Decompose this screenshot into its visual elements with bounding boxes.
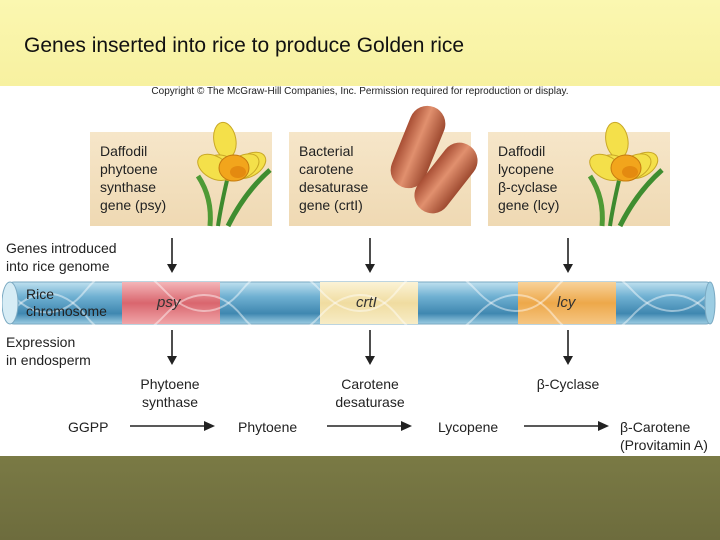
enzyme-phytoene-synthase: Phytoene synthase (132, 375, 208, 411)
pathway-beta-carotene: β-Carotene (Provitamin A) (620, 418, 708, 454)
label-line: Carotene (341, 376, 399, 392)
card-line: gene (crtI) (299, 197, 363, 213)
label-line: Rice (26, 286, 55, 302)
arrow-down-icon (563, 238, 573, 273)
card-line: lycopene (498, 161, 555, 177)
lcy-segment (518, 282, 616, 324)
gene-label-lcy: lcy (557, 294, 576, 311)
label-line: Genes introduced (6, 240, 117, 256)
label-line: into rice genome (6, 258, 110, 274)
arrow-right-icon (524, 421, 609, 431)
label-line: (Provitamin A) (620, 437, 708, 453)
daffodil-icon (587, 121, 664, 228)
arrow-down-icon (365, 330, 375, 365)
card-line: carotene (299, 161, 354, 177)
card-line: β-cyclase (498, 179, 558, 195)
label-line: β-Carotene (620, 419, 691, 435)
expression-label: Expression in endosperm (6, 333, 91, 369)
bacteria-icon (390, 105, 478, 214)
crti-segment (320, 282, 418, 324)
label-line: in endosperm (6, 352, 91, 368)
source-card-text: Daffodil phytoene synthase gene (psy) (100, 142, 166, 214)
arrow-down-icon (563, 330, 573, 365)
arrow-right-icon (130, 421, 215, 431)
label-line: chromosome (26, 303, 107, 319)
psy-segment (122, 282, 220, 324)
genes-introduced-label: Genes introduced into rice genome (6, 239, 117, 275)
footer-band (0, 456, 720, 540)
card-line: desaturase (299, 179, 369, 195)
slide-title: Genes inserted into rice to produce Gold… (24, 34, 465, 57)
label-line: synthase (141, 394, 199, 410)
gene-label-psy: psy (157, 294, 181, 311)
card-line: gene (psy) (100, 197, 167, 213)
pathway-ggpp: GGPP (68, 419, 109, 435)
rice-chromosome (2, 280, 716, 326)
card-line: Daffodil (498, 143, 546, 159)
gene-label-crti: crtI (356, 294, 377, 311)
source-card-text: Bacterial carotene desaturase gene (crtI… (299, 142, 368, 214)
arrow-down-icon (167, 330, 177, 365)
daffodil-icon (195, 121, 272, 228)
pathway-phytoene: Phytoene (238, 419, 298, 435)
enzyme-carotene-desaturase: Carotene desaturase (326, 375, 414, 411)
chromosome-label: Rice chromosome (26, 286, 107, 320)
card-line: Bacterial (299, 143, 354, 159)
card-line: Daffodil (100, 143, 148, 159)
label-line: Phytoene (140, 376, 200, 392)
copyright-notice: Copyright © The McGraw-Hill Companies, I… (151, 86, 569, 97)
card-line: synthase (100, 179, 157, 195)
label-line: Expression (6, 334, 76, 350)
card-line: phytoene (100, 161, 158, 177)
card-line: gene (lcy) (498, 197, 560, 213)
arrow-down-icon (167, 238, 177, 273)
label-line: β-Cyclase (536, 376, 600, 392)
source-card-text: Daffodil lycopene β-cyclase gene (lcy) (498, 142, 559, 214)
arrow-down-icon (365, 238, 375, 273)
pathway-lycopene: Lycopene (438, 419, 499, 435)
title-band (0, 0, 720, 86)
enzyme-beta-cyclase: β-Cyclase (530, 375, 606, 393)
label-line: desaturase (335, 394, 405, 410)
source-card-lcy: Daffodil lycopene β-cyclase gene (lcy) (488, 132, 670, 226)
arrow-right-icon (327, 421, 412, 431)
